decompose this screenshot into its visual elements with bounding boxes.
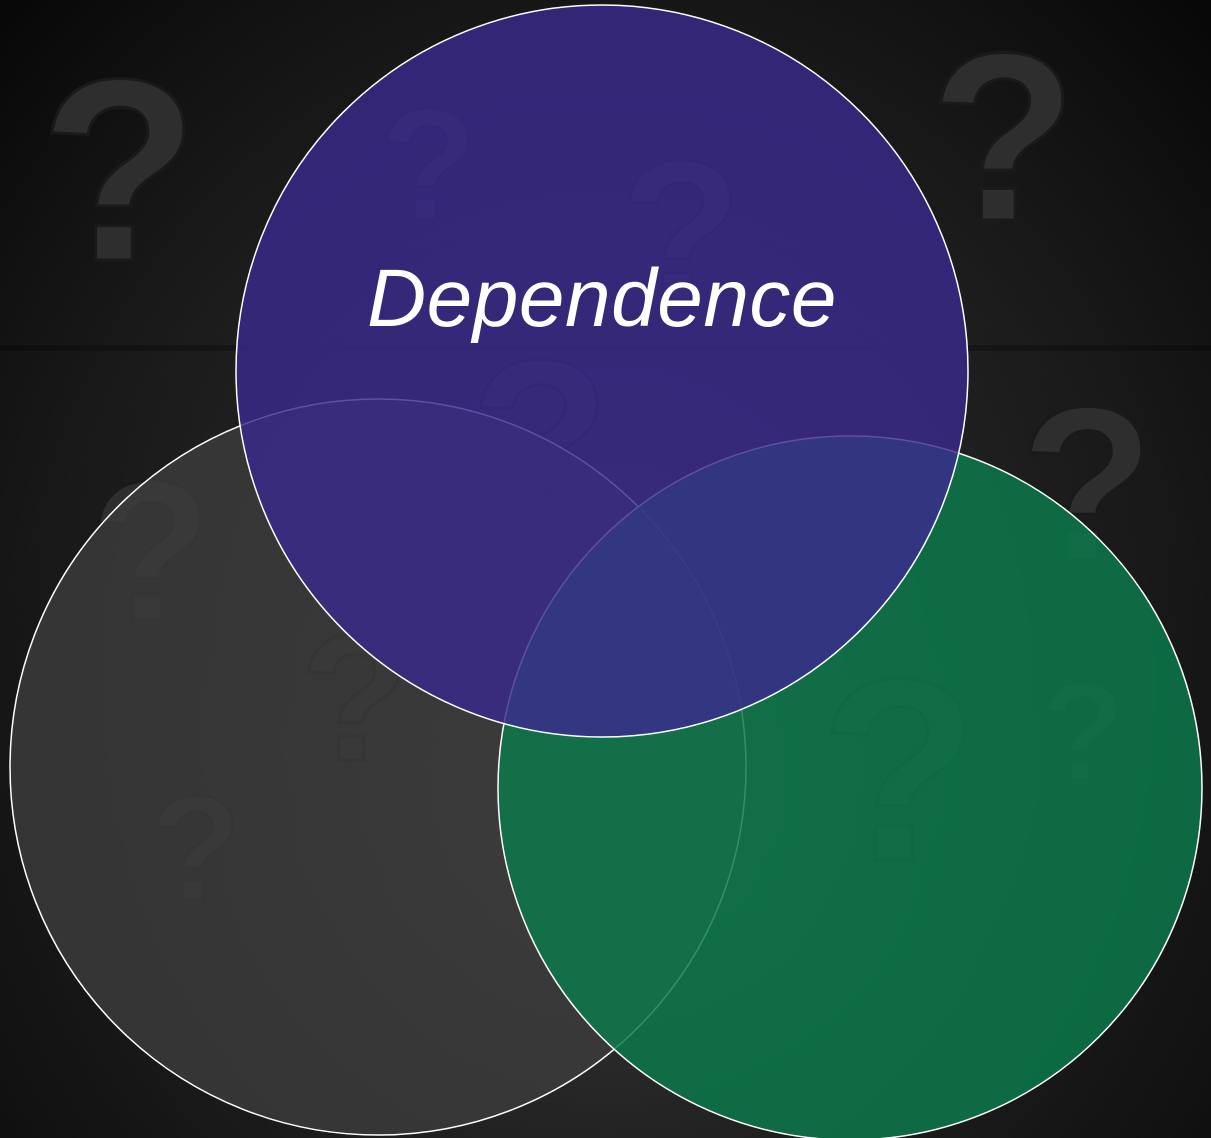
venn-circle-top	[235, 4, 969, 738]
svg-text:?: ?	[40, 26, 199, 316]
svg-text:?: ?	[930, 3, 1077, 271]
venn-label-top: Dependence	[366, 253, 838, 344]
